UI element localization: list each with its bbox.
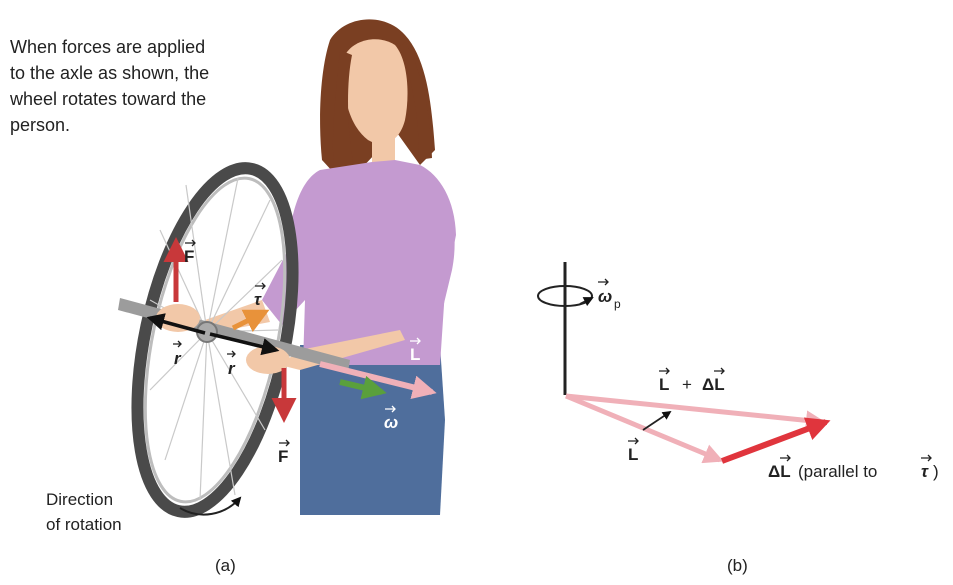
sum-L-arrow	[566, 396, 822, 422]
caption-line: wheel rotates toward the	[10, 86, 310, 112]
caption-line: person.	[10, 112, 310, 138]
angular-momentum-label: L	[410, 345, 420, 364]
angular-velocity-label: ω	[384, 413, 398, 432]
delta-L-label: ΔL	[768, 462, 791, 481]
rotation-label-line: of rotation	[46, 512, 122, 537]
force-bottom-label: F	[278, 447, 288, 466]
precession-label: ω	[598, 287, 612, 306]
caption-line: to the axle as shown, the	[10, 60, 310, 86]
delta-L-arrow	[722, 422, 826, 461]
sum-L-part2: ΔL	[702, 375, 725, 394]
caption-line: When forces are applied	[10, 34, 310, 60]
parallel-note: (parallel to	[798, 462, 877, 481]
jeans	[300, 345, 445, 515]
torque-label: τ	[254, 290, 262, 309]
initial-L-label: L	[628, 445, 638, 464]
parallel-tau: τ	[921, 462, 929, 481]
caption-text: When forces are applied to the axle as s…	[10, 34, 310, 138]
panel-b-diagram: ω p L L + ΔL ΔL (parallel to τ )	[538, 262, 939, 481]
force-top-label: F	[184, 247, 194, 266]
small-pointer-arrow	[643, 412, 670, 430]
sum-L-plus: +	[682, 375, 692, 394]
hand-left	[156, 304, 200, 332]
precession-subscript: p	[614, 297, 621, 311]
panel-a-label: (a)	[215, 556, 236, 576]
panel-b-label: (b)	[727, 556, 748, 576]
wheel-tire	[110, 154, 320, 525]
sum-L-part1: L	[659, 375, 669, 394]
rotation-label-line: Direction	[46, 487, 122, 512]
rotation-direction-label: Direction of rotation	[46, 487, 122, 537]
radius-right-label: r	[228, 359, 236, 378]
parallel-close: )	[933, 462, 939, 481]
